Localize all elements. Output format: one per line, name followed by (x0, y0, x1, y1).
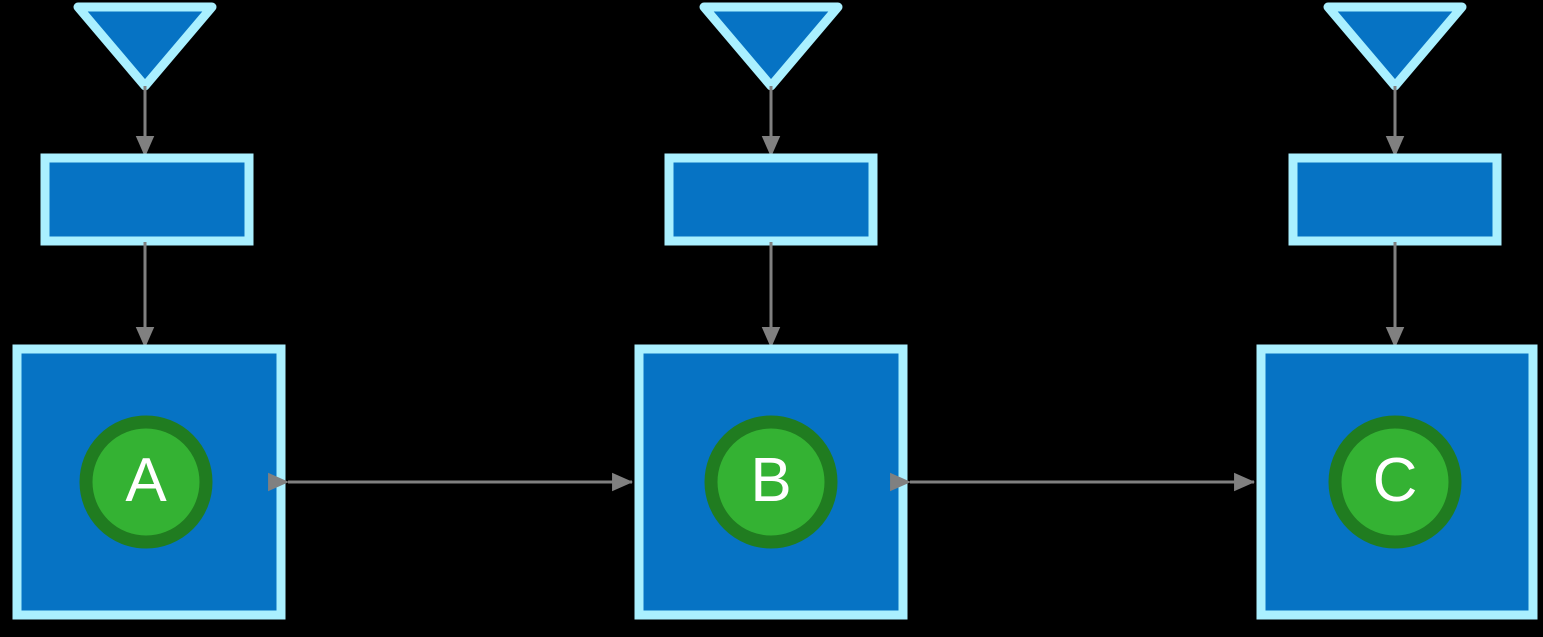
column-b (634, 2, 908, 620)
rectangle-b[interactable] (664, 153, 878, 246)
square-c[interactable] (1256, 344, 1538, 620)
circle-a[interactable] (79, 415, 213, 549)
circle-b[interactable] (704, 415, 838, 549)
rectangle-c[interactable] (1288, 153, 1502, 246)
triangle-c[interactable] (1323, 2, 1467, 91)
triangle-b[interactable] (699, 2, 843, 91)
column-c (1256, 2, 1538, 620)
triangle-a[interactable] (73, 2, 217, 91)
column-a (12, 2, 286, 620)
rectangle-a[interactable] (40, 153, 254, 246)
node-label-b: B (750, 446, 792, 515)
node-label-a: A (125, 446, 167, 515)
node-label-c: C (1372, 446, 1418, 515)
circle-c[interactable] (1328, 415, 1462, 549)
